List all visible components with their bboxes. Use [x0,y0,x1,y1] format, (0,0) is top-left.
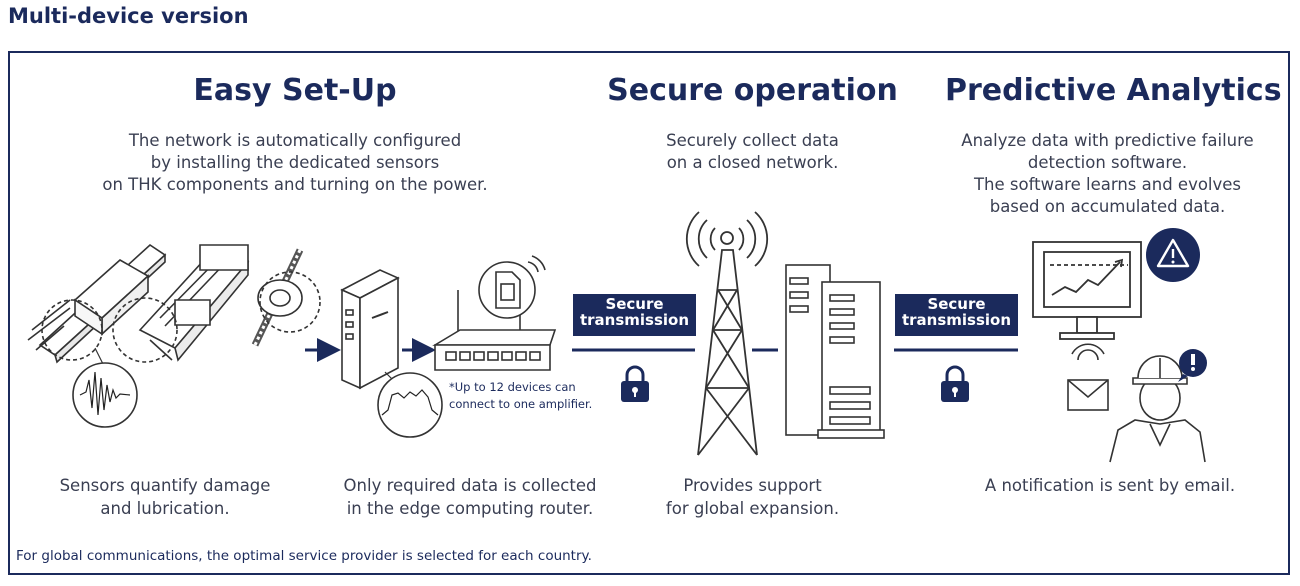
actuator-icon [112,244,250,363]
caption-line: A notification is sent by email. [984,476,1236,495]
waveform-icon [72,347,138,428]
analytics-description-line: based on accumulated data. [989,197,1226,216]
heading-easy-setup: Easy Set-Up [193,73,397,108]
amplifier-icon [340,269,400,390]
lock-icon [621,365,649,402]
setup-description-line: The network is automatically configured [128,131,462,150]
exclamation-icon [1178,349,1207,382]
router-note-line: *Up to 12 devices can [449,380,576,394]
caption-sensors: Sensors quantify damage and lubrication. [35,474,295,520]
monitor-icon [1032,241,1142,340]
badge-line: transmission [579,311,690,329]
setup-description-line: by installing the dedicated sensors [150,153,440,172]
secure-description-line: on a closed network. [666,153,839,172]
lock-icon [941,365,969,402]
caption-line: Sensors quantify damage [59,476,271,495]
tower-icon [685,211,769,456]
sim-card-icon [478,255,546,319]
caption-line: Only required data is collected [343,476,597,495]
heading-secure-operation: Secure operation [607,73,898,108]
analytics-description-line: Analyze data with predictive failure [961,131,1254,150]
diagram-frame [8,51,1290,575]
guide-rail-icon [27,243,167,364]
secure-description: Securely collect data on a closed networ… [630,130,875,174]
router-icon [432,290,557,371]
amplifier-waveform-icon [377,371,443,438]
secure-transmission-badge-right: Secure transmission [895,294,1018,336]
footer-note: For global communications, the optimal s… [16,548,592,564]
caption-router: Only required data is collected in the e… [320,474,620,520]
caption-notification: A notification is sent by email. [960,474,1260,497]
analytics-description: Analyze data with predictive failure det… [945,130,1270,218]
badge-line: Secure [605,295,664,313]
caption-line: and lubrication. [100,499,230,518]
badge-line: Secure [927,295,986,313]
envelope-icon [1067,343,1109,411]
analytics-description-line: The software learns and evolves [973,175,1242,194]
server-icon [785,264,885,439]
secure-description-line: Securely collect data [666,131,839,150]
caption-line: for global expansion. [665,499,840,518]
warning-icon [1146,228,1200,282]
caption-line: in the edge computing router. [346,499,594,518]
worker-icon [1109,355,1206,463]
router-note: *Up to 12 devices can connect to one amp… [449,379,592,413]
caption-line: Provides support [683,476,822,495]
secure-transmission-badge-left: Secure transmission [573,294,696,336]
router-note-line: connect to one amplifier. [449,397,593,411]
caption-tower: Provides support for global expansion. [640,474,865,520]
ball-screw-icon [251,248,321,347]
setup-description: The network is automatically configured … [60,130,530,196]
analytics-description-line: detection software. [1027,153,1188,172]
setup-description-line: on THK components and turning on the pow… [102,175,488,194]
badge-line: transmission [901,311,1012,329]
heading-predictive-analytics: Predictive Analytics [945,73,1282,108]
page-title: Multi-device version [8,4,249,28]
